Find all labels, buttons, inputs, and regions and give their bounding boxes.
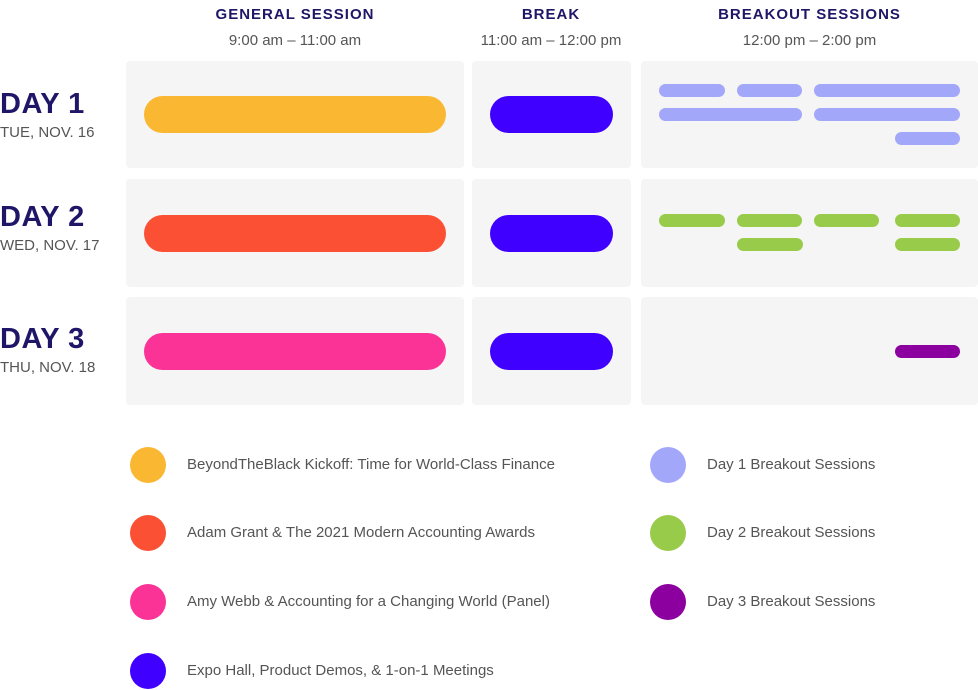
day2-breakout-cell [641, 179, 978, 287]
day1-breakout-session [659, 108, 802, 121]
legend-label: BeyondTheBlack Kickoff: Time for World-C… [187, 456, 555, 473]
day-label-1: DAY 1 TUE, NOV. 16 [0, 88, 94, 142]
legend-swatch [650, 515, 686, 551]
column-header-breakout-sessions: BREAKOUT SESSIONS 12:00 pm – 2:00 pm [641, 6, 978, 50]
legend-label: Day 1 Breakout Sessions [707, 456, 876, 473]
legend-label: Adam Grant & The 2021 Modern Accounting … [187, 524, 535, 541]
legend-swatch [650, 584, 686, 620]
column-title: BREAKOUT SESSIONS [718, 6, 901, 23]
column-title: BREAK [521, 6, 581, 23]
day2-breakout-session [895, 214, 960, 227]
day1-breakout-session [737, 84, 802, 97]
day3-expo-bar [490, 333, 613, 370]
day2-breakout-session [895, 238, 960, 251]
legend-swatch [650, 447, 686, 483]
column-time: 12:00 pm – 2:00 pm [742, 32, 877, 49]
day2-expo-bar [490, 215, 613, 252]
day1-breakout-session [659, 84, 725, 97]
legend-label: Expo Hall, Product Demos, & 1-on-1 Meeti… [187, 662, 494, 679]
day1-expo-bar [490, 96, 613, 133]
legend-label: Day 3 Breakout Sessions [707, 593, 876, 610]
day2-breakout-session [814, 214, 879, 227]
legend-label: Day 2 Breakout Sessions [707, 524, 876, 541]
day-name: DAY 3 [0, 323, 85, 355]
day-date: THU, NOV. 18 [0, 359, 96, 376]
column-header-break: BREAK 11:00 am – 12:00 pm [452, 6, 650, 50]
day1-breakout-session [895, 132, 960, 145]
day2-breakout-session [737, 238, 803, 251]
legend-swatch [130, 447, 166, 483]
day1-breakout-session [814, 84, 960, 97]
legend-swatch [130, 584, 166, 620]
day3-panel-bar [144, 333, 446, 370]
column-time: 9:00 am – 11:00 am [228, 32, 362, 49]
day-date: WED, NOV. 17 [0, 237, 100, 254]
day-label-2: DAY 2 WED, NOV. 17 [0, 201, 99, 255]
legend-swatch [130, 653, 166, 689]
day1-kickoff-bar [144, 96, 446, 133]
day-label-3: DAY 3 THU, NOV. 18 [0, 323, 95, 377]
day2-breakout-session [737, 214, 802, 227]
day-date: TUE, NOV. 16 [0, 124, 95, 141]
day2-breakout-session [659, 214, 725, 227]
column-title: GENERAL SESSION [215, 6, 375, 23]
day-name: DAY 1 [0, 88, 85, 120]
legend-label: Amy Webb & Accounting for a Changing Wor… [187, 593, 550, 610]
day-name: DAY 2 [0, 201, 85, 233]
column-time: 11:00 am – 12:00 pm [480, 32, 622, 49]
day2-awards-bar [144, 215, 446, 252]
column-header-general-session: GENERAL SESSION 9:00 am – 11:00 am [126, 6, 464, 50]
legend-swatch [130, 515, 166, 551]
day1-breakout-session [814, 108, 960, 121]
day3-breakout-session [895, 345, 960, 358]
